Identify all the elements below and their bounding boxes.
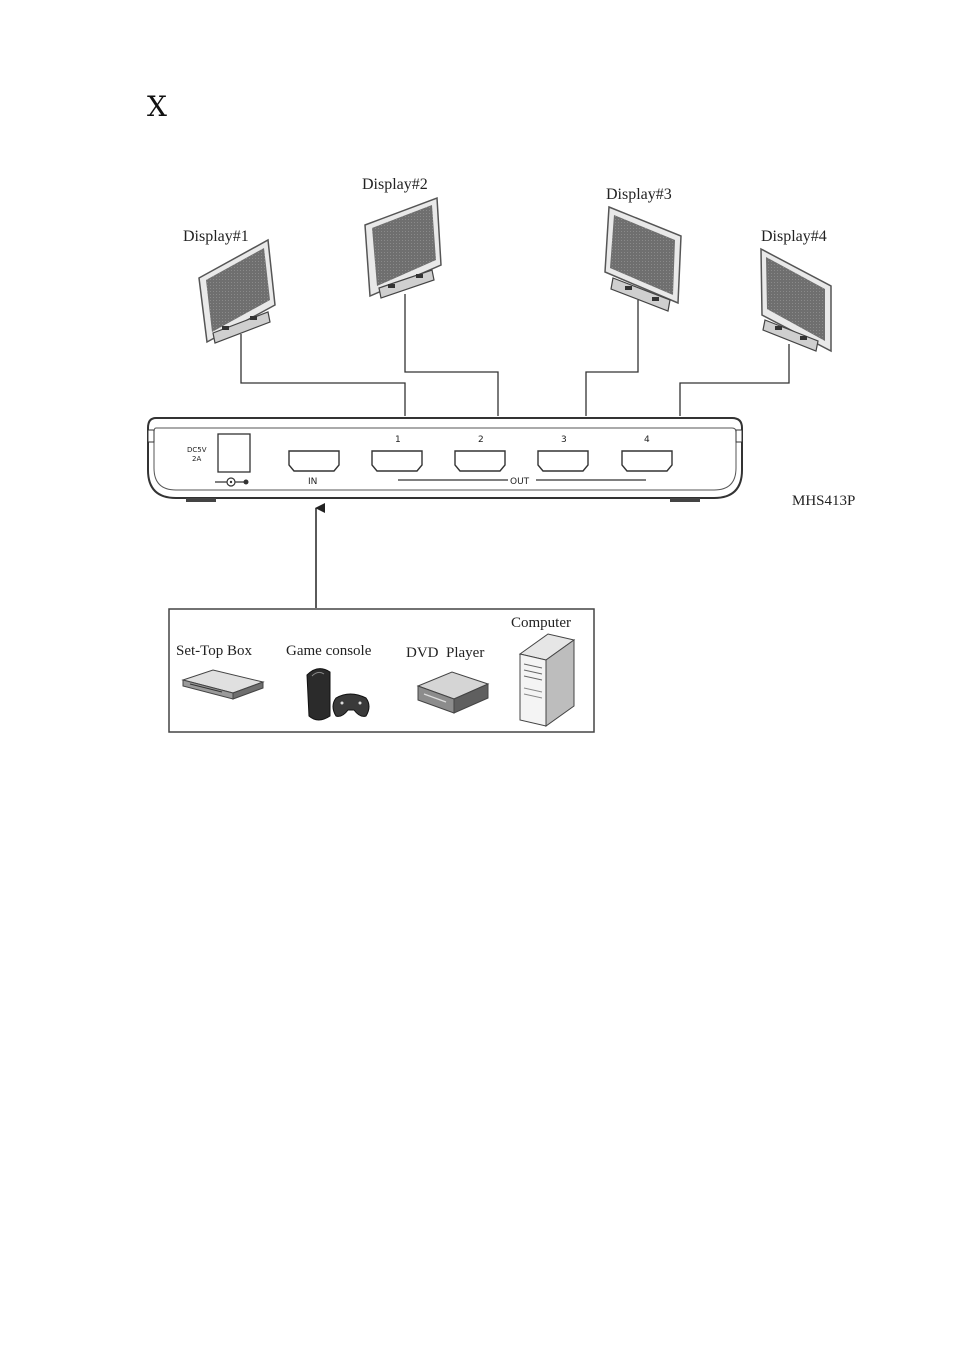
output-port-1: 1 — [371, 435, 423, 472]
switch-foot — [186, 498, 216, 502]
set-top-box-icon — [181, 669, 265, 700]
output-port-number: 2 — [478, 435, 484, 445]
monitor-icon — [604, 205, 682, 312]
display-3: Display#3 — [604, 186, 682, 312]
display-1: Display#1 — [183, 228, 276, 344]
monitor-icon — [364, 196, 442, 299]
game-console-icon — [306, 668, 370, 721]
cable-display-1 — [240, 334, 406, 416]
output-port-2: 2 — [454, 435, 506, 472]
display-4: Display#4 — [760, 228, 832, 353]
output-port-number: 4 — [644, 435, 650, 445]
power-label-current: 2A — [192, 455, 201, 463]
hdmi-input-port — [288, 450, 340, 472]
dc-polarity-icon — [215, 477, 249, 487]
display-4-label: Display#4 — [761, 228, 827, 245]
output-port-number: 1 — [395, 435, 401, 445]
dvd-player-icon — [416, 671, 490, 714]
display-2: Display#2 — [362, 176, 442, 299]
output-port-3: 3 — [537, 435, 589, 472]
cable-display-3 — [585, 300, 639, 416]
hdmi-output-port — [621, 450, 673, 472]
input-label: IN — [308, 477, 317, 487]
computer-icon — [518, 633, 576, 727]
cable-display-2 — [404, 294, 499, 416]
output-port-4: 4 — [621, 435, 673, 472]
display-cables — [240, 294, 790, 416]
page-marker: X — [147, 90, 167, 123]
source-label-dvd-player: DVD Player — [406, 645, 484, 661]
monitor-icon — [198, 238, 276, 344]
hdmi-output-port — [454, 450, 506, 472]
model-number: MHS413P — [792, 493, 855, 509]
hdmi-switch: DC5V 2A IN 1 2 3 — [147, 417, 743, 502]
source-label-game-console: Game console — [286, 643, 372, 659]
source-devices-box: Set-Top Box Game console DVD Player Comp… — [168, 608, 595, 733]
source-label-set-top-box: Set-Top Box — [176, 643, 253, 659]
switch-foot — [670, 498, 700, 502]
cable-display-4 — [679, 344, 790, 416]
power-label-voltage: DC5V — [187, 446, 207, 454]
output-port-number: 3 — [561, 435, 567, 445]
monitor-icon — [760, 247, 832, 353]
hdmi-output-port — [371, 450, 423, 472]
display-2-label: Display#2 — [362, 176, 428, 193]
source-label-computer: Computer — [511, 615, 571, 631]
display-1-label: Display#1 — [183, 228, 249, 245]
output-label: OUT — [510, 477, 530, 487]
hdmi-output-port — [537, 450, 589, 472]
display-3-label: Display#3 — [606, 186, 672, 203]
power-jack — [217, 433, 251, 473]
